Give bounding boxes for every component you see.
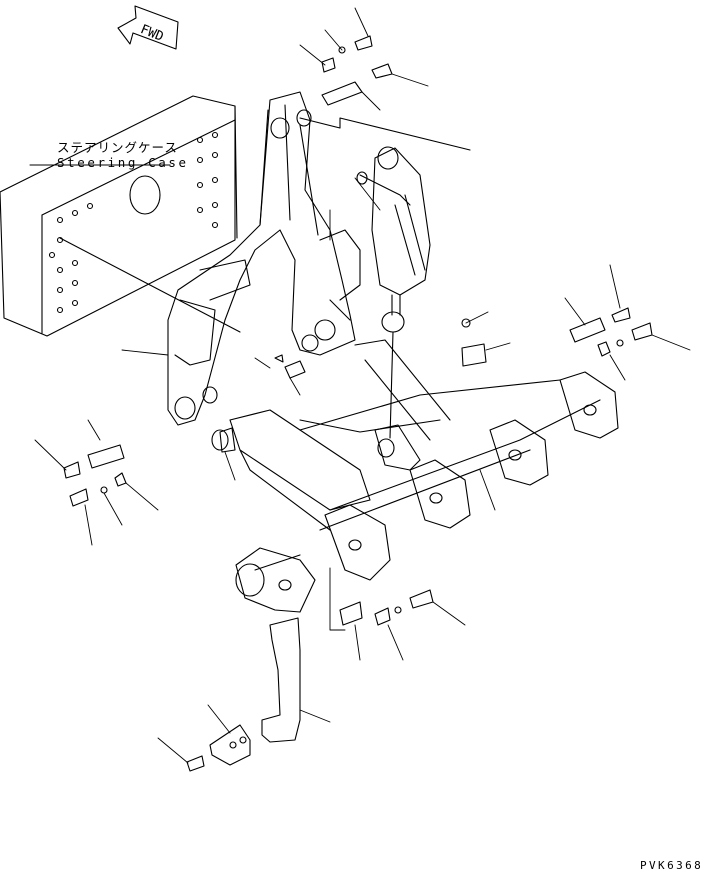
fwd-arrow: FWD	[117, 5, 179, 50]
shank-holders	[235, 371, 619, 613]
fwd-label: FWD	[138, 22, 166, 45]
steering-case	[0, 95, 241, 337]
figure-code: PVK6368	[640, 859, 704, 872]
steering-case-label-jp: ステアリングケース	[57, 140, 178, 155]
hardware	[63, 35, 653, 772]
tool-bar	[211, 339, 601, 571]
tip	[209, 724, 251, 766]
steering-case-label-en: Steering Case	[57, 155, 189, 170]
shank	[261, 617, 301, 743]
steering-case-holes	[48, 131, 219, 314]
ripper-frame	[167, 91, 361, 426]
leader-lines	[34, 7, 691, 764]
case-leader	[299, 117, 471, 151]
